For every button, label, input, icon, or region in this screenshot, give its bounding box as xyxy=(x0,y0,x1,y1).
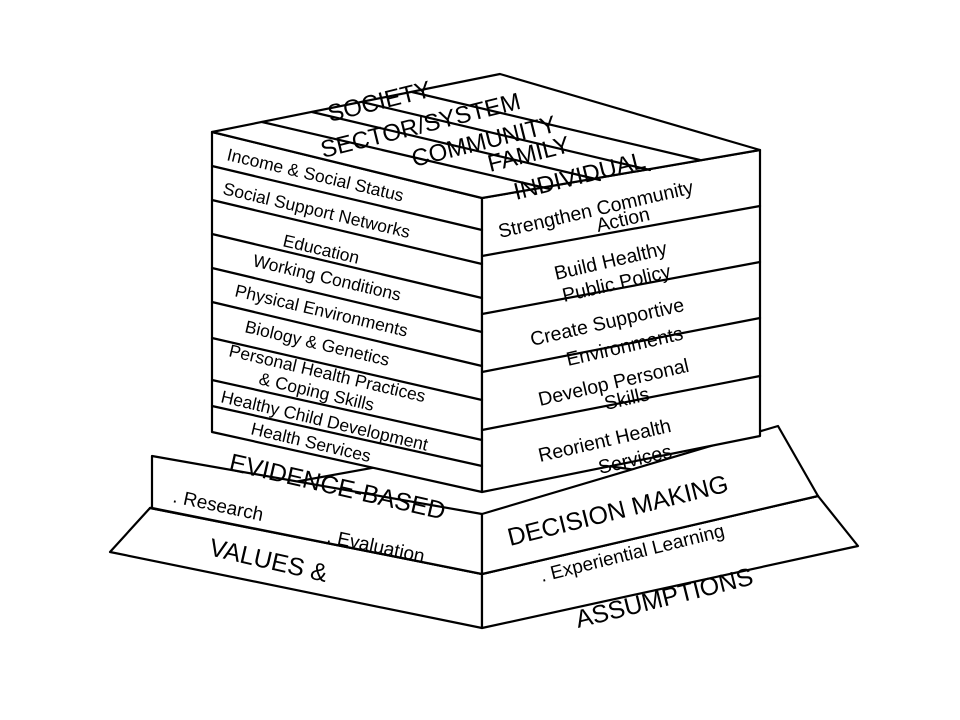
left-divider xyxy=(210,198,484,266)
top-divider xyxy=(360,100,652,172)
left-divider xyxy=(210,266,484,334)
left-divider xyxy=(210,336,484,402)
top-divider xyxy=(310,110,602,182)
tier-evidence-right-face xyxy=(480,424,820,576)
top-divider xyxy=(410,90,702,162)
left-divider xyxy=(210,300,484,368)
right-divider xyxy=(480,204,762,258)
strategies-labels: Strengthen Community Action Build Health… xyxy=(496,177,696,479)
cube-top-face xyxy=(210,72,762,200)
tier-evidence-decision xyxy=(150,424,820,576)
right-divider xyxy=(480,316,762,374)
top-divider xyxy=(260,120,552,191)
right-divider xyxy=(480,374,762,432)
left-divider xyxy=(210,404,484,468)
right-divider xyxy=(480,260,762,316)
left-divider xyxy=(210,378,484,442)
left-divider xyxy=(210,164,484,232)
cube xyxy=(210,72,762,494)
left-divider xyxy=(210,232,484,300)
